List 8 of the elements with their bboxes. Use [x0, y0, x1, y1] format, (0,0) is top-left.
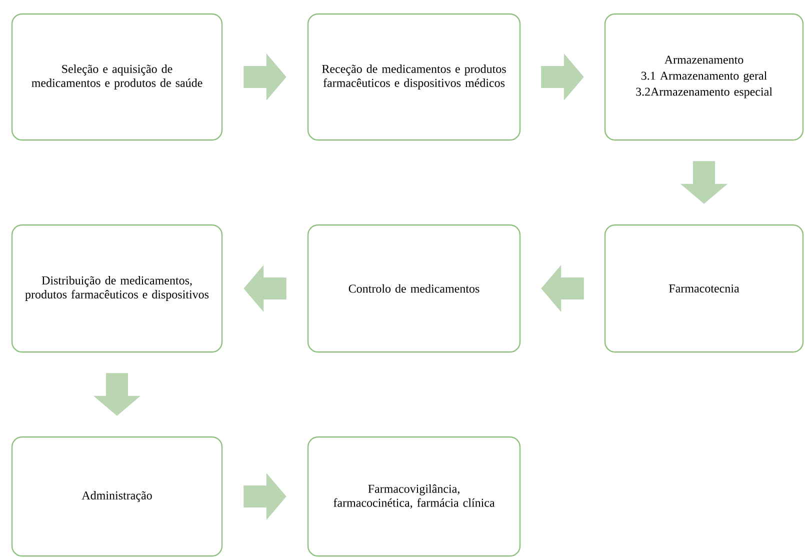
process-box: Armazenamento 3.1 Armazenamento geral 3.2Armazenamento especial	[604, 13, 804, 141]
process-box: Farmacovigilância, farmacocinética, farmácia clínica	[307, 436, 521, 557]
process-box: Farmacotecnia	[604, 224, 804, 353]
process-box: Controlo de medicamentos	[307, 224, 521, 353]
process-box: Distribuição de medicamentos, produtos farmacêuticos e dispositivos	[11, 224, 223, 353]
process-box: Receção de medicamentos e produtos farmacêuticos e dispositivos médicos	[307, 13, 521, 141]
process-box: Administração	[11, 436, 223, 557]
process-box: Seleção e aquisição de medicamentos e produtos de saúde	[11, 13, 223, 141]
